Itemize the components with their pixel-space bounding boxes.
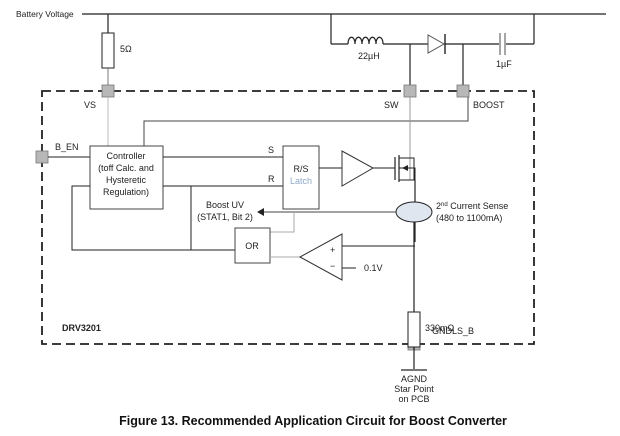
pin-b-en-label: B_EN: [55, 142, 79, 152]
current-sense-range: (480 to 1100mA): [436, 213, 502, 223]
diode-icon: [427, 34, 446, 54]
controller-line-1: Controller: [106, 151, 145, 161]
arrow-left-icon: [257, 208, 264, 216]
set-label: S: [268, 145, 274, 155]
mosfet-arrow-icon: [402, 165, 408, 171]
pin-b-en: [35, 150, 49, 164]
resistor-330mohm-label: 330mΩ: [425, 323, 455, 333]
current-sense-icon: [395, 201, 433, 223]
pin-sw: [403, 84, 417, 98]
controller-line-3: Hysteretic: [106, 175, 147, 185]
resistor-5ohm-label: 5Ω: [120, 44, 132, 54]
ground-line-1: AGND: [401, 374, 428, 384]
comparator-minus: −: [330, 261, 335, 271]
mosfet-drain: [399, 157, 415, 180]
ground-line-2: Star Point: [394, 384, 434, 394]
resistor-5ohm: [101, 32, 115, 69]
latch-title: R/S: [293, 164, 308, 174]
pin-boost-label: BOOST: [473, 100, 505, 110]
rs-latch-block: [282, 145, 320, 210]
pin-boost: [456, 84, 470, 98]
chip-name: DRV3201: [62, 323, 101, 333]
comparator-plus: +: [330, 245, 335, 255]
capacitor-label: 1µF: [496, 59, 512, 69]
latch-subtitle: Latch: [290, 176, 312, 186]
boost-uv-line-2: (STAT1, Bit 2): [197, 212, 253, 222]
figure-caption: Figure 13. Recommended Application Circu…: [119, 414, 507, 428]
battery-voltage-label: Battery Voltage: [16, 9, 74, 19]
current-sense-label: 2nd Current Sense: [436, 201, 508, 211]
wire-controller-feedback: [71, 185, 235, 251]
controller-line-4: Regulation): [103, 187, 149, 197]
pin-sw-label: SW: [384, 100, 399, 110]
drv3201-boundary: [41, 90, 535, 345]
resistor-330mohm: [407, 311, 421, 348]
pin-vs: [101, 84, 115, 98]
pin-gndls-b-label: GNDLS_B: [432, 326, 474, 336]
comparator-icon: [298, 233, 343, 281]
inductor-22uH: [347, 36, 384, 45]
or-gate-block: [234, 227, 271, 264]
controller-line-2: (toff Calc. and: [98, 163, 154, 173]
controller-block: [89, 145, 164, 210]
pin-vs-label: VS: [84, 100, 96, 110]
wire-or-to-uv: [270, 212, 295, 233]
reference-label: 0.1V: [364, 263, 383, 273]
boost-uv-line-1: Boost UV: [206, 200, 244, 210]
reset-label: R: [268, 174, 275, 184]
driver-buffer-icon: [341, 150, 375, 187]
or-gate-label: OR: [245, 241, 259, 251]
inductor-label: 22µH: [358, 51, 380, 61]
ground-line-3: on PCB: [398, 394, 429, 404]
